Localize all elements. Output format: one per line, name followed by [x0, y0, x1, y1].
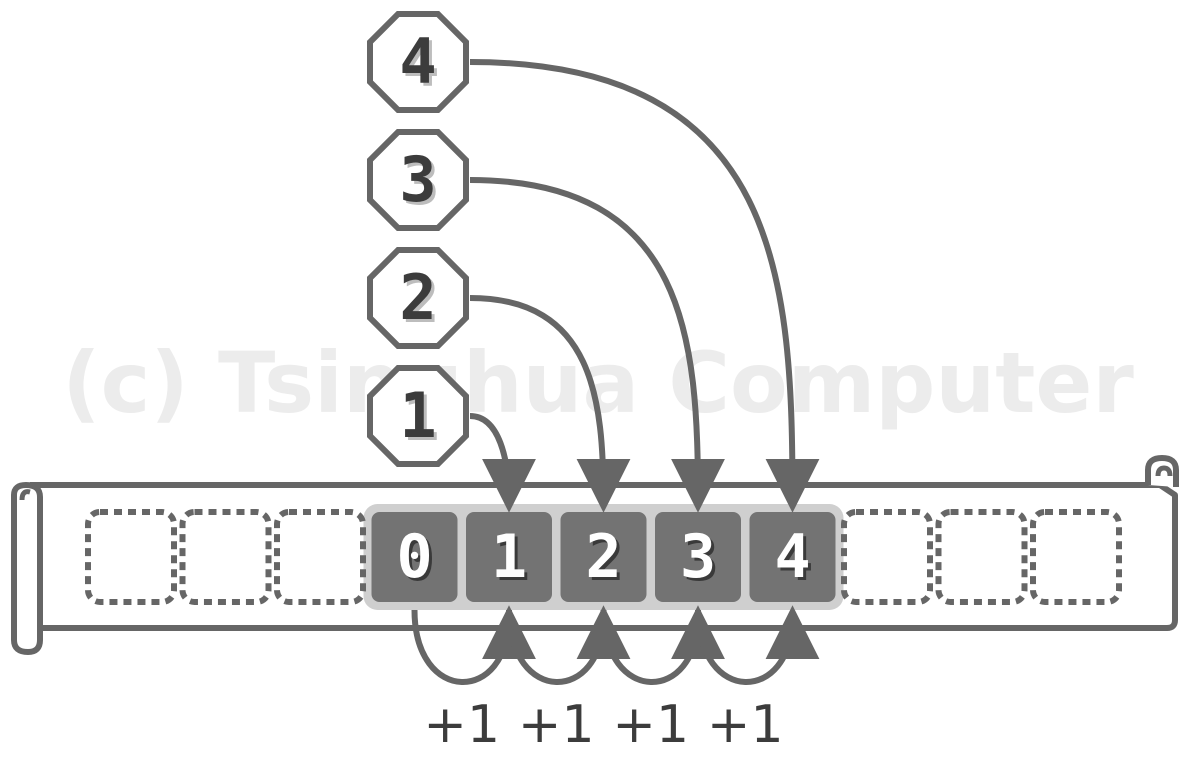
increment-label: +1 [707, 695, 784, 754]
filled-cell [560, 512, 647, 602]
octagon-node [367, 129, 469, 231]
octagon-node [367, 11, 469, 113]
increment-label: +1 [612, 695, 689, 754]
octagon-label-shadow: 3 [402, 146, 439, 219]
increment-arrow [695, 605, 820, 685]
increment-label: +1 [518, 695, 595, 754]
cell-label-shadow: 4 [777, 525, 813, 595]
cell-label-shadow: 0 [399, 525, 435, 595]
increment-layer: +1 +1 +1 +1 [411, 605, 820, 755]
empty-cell [935, 509, 1028, 605]
links-layer [469, 59, 820, 513]
octagon-node [367, 365, 469, 467]
link-arrow [469, 413, 536, 513]
octagon-label-shadow: 4 [402, 28, 439, 101]
link-arrow [469, 59, 820, 513]
empty-cell [1030, 509, 1122, 605]
cell-label-shadow: 2 [588, 525, 624, 595]
increment-arrow [600, 605, 725, 685]
octagon-label: 2 [399, 261, 436, 334]
cell-label: 3 [680, 522, 716, 592]
octagon-label: 4 [399, 25, 436, 98]
cell-label: 1 [491, 522, 527, 592]
empty-cell [841, 509, 933, 605]
filled-cell [371, 512, 458, 602]
increment-arrow [506, 605, 631, 685]
cell-label-shadow: 1 [494, 525, 530, 595]
cell-label-shadow: 3 [683, 525, 719, 595]
increment-label: +1 [423, 695, 500, 754]
link-arrow [469, 177, 725, 513]
empty-cell [85, 509, 177, 605]
cell-label: 4 [774, 522, 810, 592]
link-arrow [469, 295, 631, 513]
empty-cell [274, 509, 366, 605]
octagon-label: 1 [399, 379, 436, 452]
filled-cell [466, 512, 552, 602]
cell-label: 0 [396, 522, 432, 592]
filled-cell [749, 512, 836, 602]
octagon-node [367, 247, 469, 349]
octagon-label: 3 [399, 143, 436, 216]
octagon-label-shadow: 1 [402, 382, 439, 455]
filled-cell [655, 512, 741, 602]
cell-label: 2 [585, 522, 621, 592]
increment-arrow [411, 605, 536, 685]
octagon-label-shadow: 2 [402, 264, 439, 337]
empty-cell [179, 509, 272, 605]
